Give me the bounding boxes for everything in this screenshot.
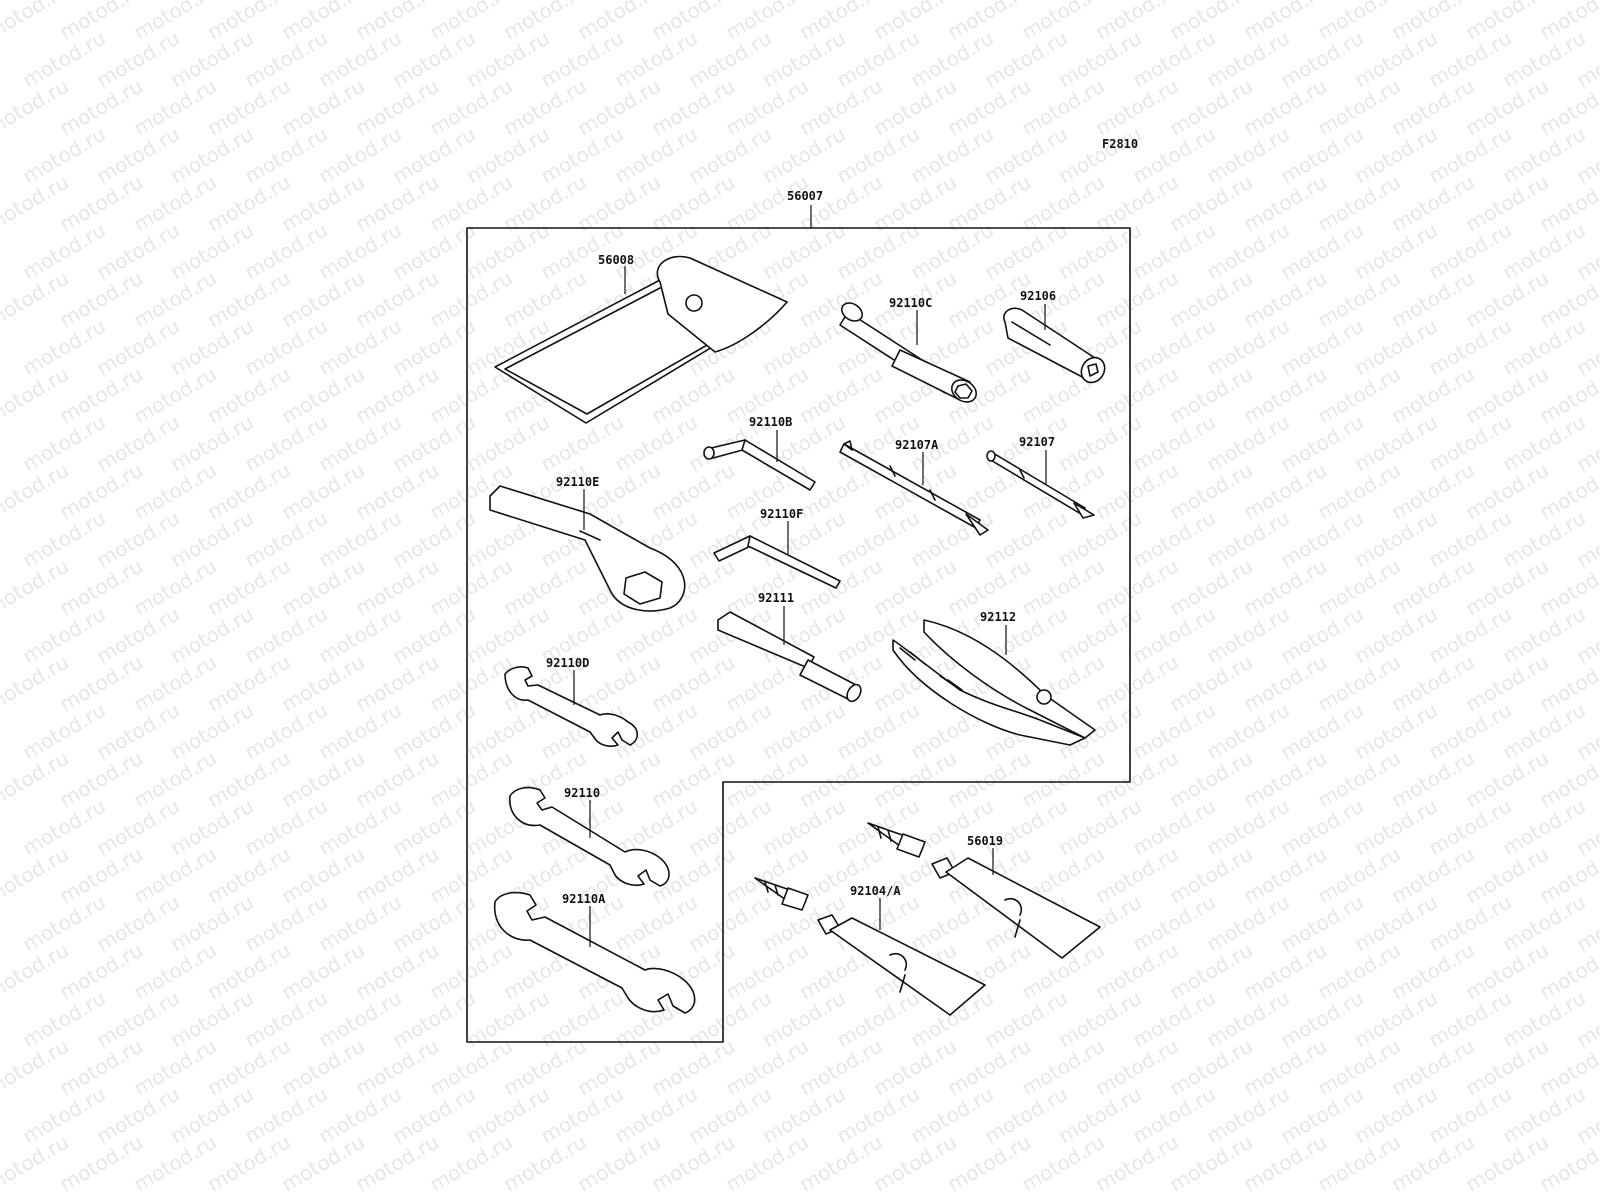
open-end-wrench-d[interactable]: 92110D [504, 656, 639, 747]
label-grease-tube[interactable]: 92104/A [850, 884, 901, 898]
label-screwdriver-bit-a[interactable]: 92107A [895, 438, 939, 452]
hex-wrench-f[interactable]: 92110F [713, 507, 841, 589]
label-hex-wrench-b[interactable]: 92110B [749, 415, 792, 429]
label-ring-wrench[interactable]: 92110E [556, 475, 599, 489]
label-wrench-a[interactable]: 92110A [562, 892, 606, 906]
label-screwdriver[interactable]: 92107 [1019, 435, 1055, 449]
label-tool-kit[interactable]: 56007 [787, 189, 823, 203]
hex-wrench-b[interactable]: 92110B [703, 415, 816, 491]
label-wrench[interactable]: 92110 [564, 786, 600, 800]
extension-bar[interactable]: 92111 [717, 591, 864, 704]
screwdriver-bit[interactable]: 92107 [986, 435, 1095, 519]
label-hex-wrench-f[interactable]: 92110F [760, 507, 803, 521]
grease-tube[interactable]: 92104/A [754, 877, 986, 1016]
tool-kit-frame: 56007 [466, 189, 1131, 1043]
open-end-wrench-a[interactable]: 92110A [493, 891, 696, 1014]
label-wrench-d[interactable]: 92110D [546, 656, 589, 670]
tool-pouch[interactable]: 56008 [494, 253, 788, 424]
screwdriver-handle[interactable]: 92106 [1003, 289, 1109, 387]
pliers[interactable]: 92112 [892, 610, 1096, 746]
grease-tube-2[interactable]: 56019 [867, 822, 1101, 959]
label-socket-wrench[interactable]: 92110C [889, 296, 932, 310]
label-pliers[interactable]: 92112 [980, 610, 1016, 624]
label-pouch[interactable]: 56008 [598, 253, 634, 267]
socket-wrench[interactable]: 92110C [838, 296, 980, 406]
ring-wrench[interactable]: 92110E [489, 475, 686, 612]
figure-code: F2810 [1102, 137, 1138, 151]
label-extension-bar[interactable]: 92111 [758, 591, 794, 605]
open-end-wrench[interactable]: 92110 [509, 786, 670, 887]
label-handle[interactable]: 92106 [1020, 289, 1056, 303]
screwdriver-bit-a[interactable]: 92107A [839, 438, 989, 536]
label-grease-tube-2[interactable]: 56019 [967, 834, 1003, 848]
